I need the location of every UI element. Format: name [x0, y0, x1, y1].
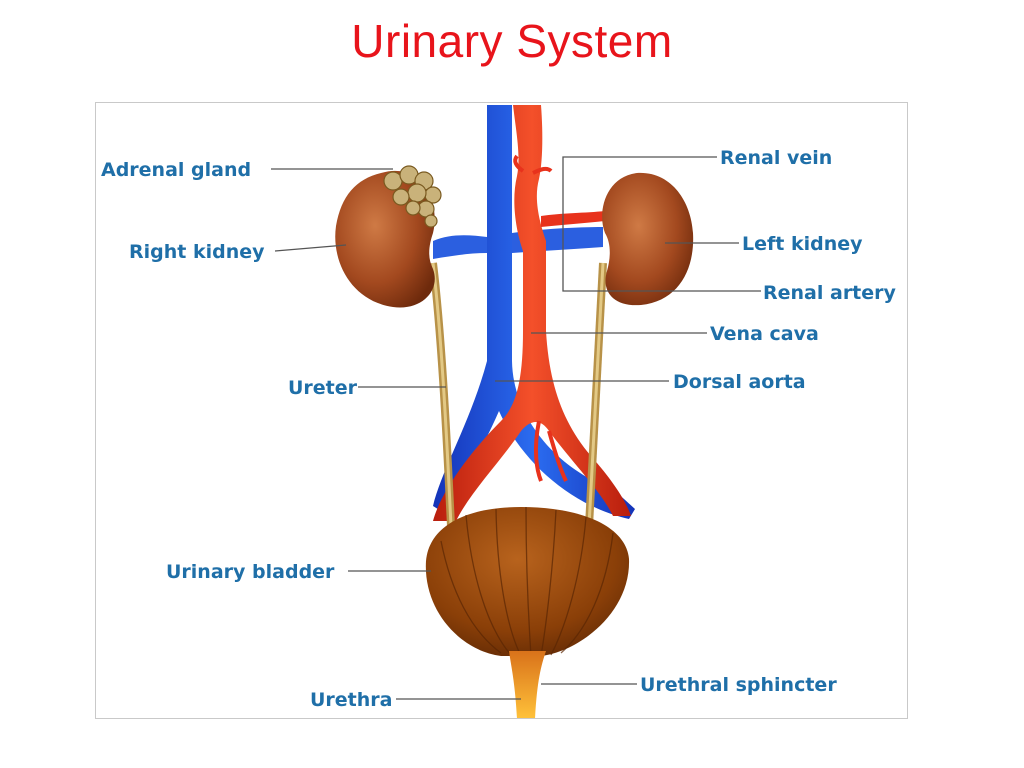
label-right-kidney: Right kidney — [129, 241, 265, 263]
label-left-kidney: Left kidney — [742, 233, 863, 255]
urethra-shape — [509, 651, 546, 718]
label-dorsal-aorta: Dorsal aorta — [673, 371, 806, 393]
diagram-canvas: Adrenal gland Right kidney Ureter Urinar… — [101, 105, 897, 718]
label-urinary-bladder: Urinary bladder — [166, 561, 335, 583]
left-kidney-shape — [602, 172, 694, 306]
page-title: Urinary System — [351, 15, 673, 67]
label-ureter: Ureter — [288, 377, 358, 399]
label-vena-cava: Vena cava — [710, 323, 819, 345]
label-urethral-sphincter: Urethral sphincter — [640, 674, 837, 696]
adrenal-gland-shape — [383, 165, 442, 228]
label-renal-artery: Renal artery — [763, 282, 897, 304]
label-adrenal-gland: Adrenal gland — [101, 159, 251, 181]
dorsal-aorta-vessel — [433, 105, 631, 521]
leader-lines — [271, 156, 761, 700]
urinary-bladder-shape — [425, 506, 630, 657]
label-urethra: Urethra — [310, 689, 393, 711]
label-renal-vein: Renal vein — [720, 147, 832, 169]
urinary-system-diagram: Adrenal gland Right kidney Ureter Urinar… — [95, 102, 908, 719]
